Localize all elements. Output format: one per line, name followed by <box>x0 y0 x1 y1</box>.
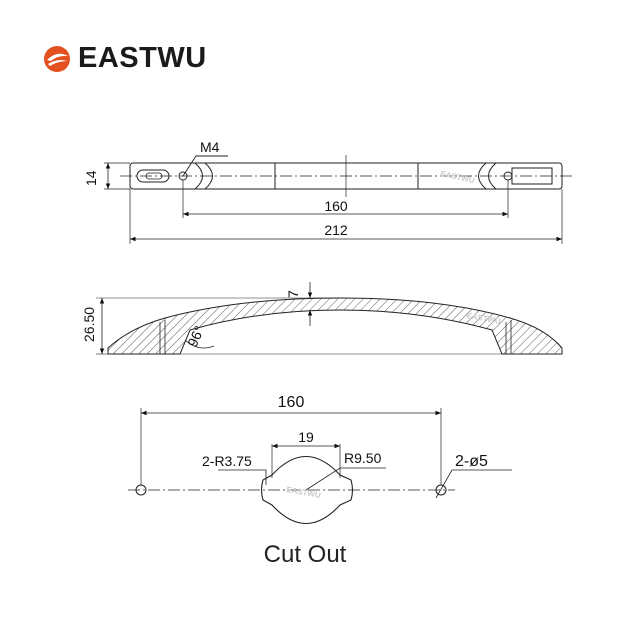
side-view <box>96 282 563 355</box>
hole-spacing-label: 160 <box>324 198 348 214</box>
brand-logo: EASTWU <box>42 42 207 75</box>
watermark-cutout: EASTWU <box>286 485 322 500</box>
cutout-left-hole <box>135 484 147 496</box>
cutout-profile <box>260 455 354 525</box>
length-label: 212 <box>324 222 348 238</box>
hole-diameter-label: 2-ø5 <box>455 453 488 470</box>
large-radius-label: R9.50 <box>344 450 382 466</box>
brand-name: EASTWU <box>78 42 207 74</box>
cutout-spacing-label: 160 <box>278 394 305 411</box>
watermark-top: EASTWU <box>440 169 476 185</box>
thickness-label: 7 <box>285 290 301 298</box>
thread-label: M4 <box>200 139 220 155</box>
cutout-view <box>128 408 512 525</box>
cutout-right-hole <box>435 484 447 496</box>
height-label: 14 <box>83 170 99 186</box>
handle-section <box>107 297 563 355</box>
left-slot <box>136 169 170 183</box>
angle-label: 96° <box>184 323 207 349</box>
top-view <box>104 155 572 244</box>
cutout-caption: Cut Out <box>263 541 347 568</box>
side-height-label: 26.50 <box>81 307 97 342</box>
eastwu-logo-icon <box>44 45 70 72</box>
small-radius-label: 2-R3.75 <box>202 453 252 469</box>
cutout-width-label: 19 <box>298 429 314 445</box>
